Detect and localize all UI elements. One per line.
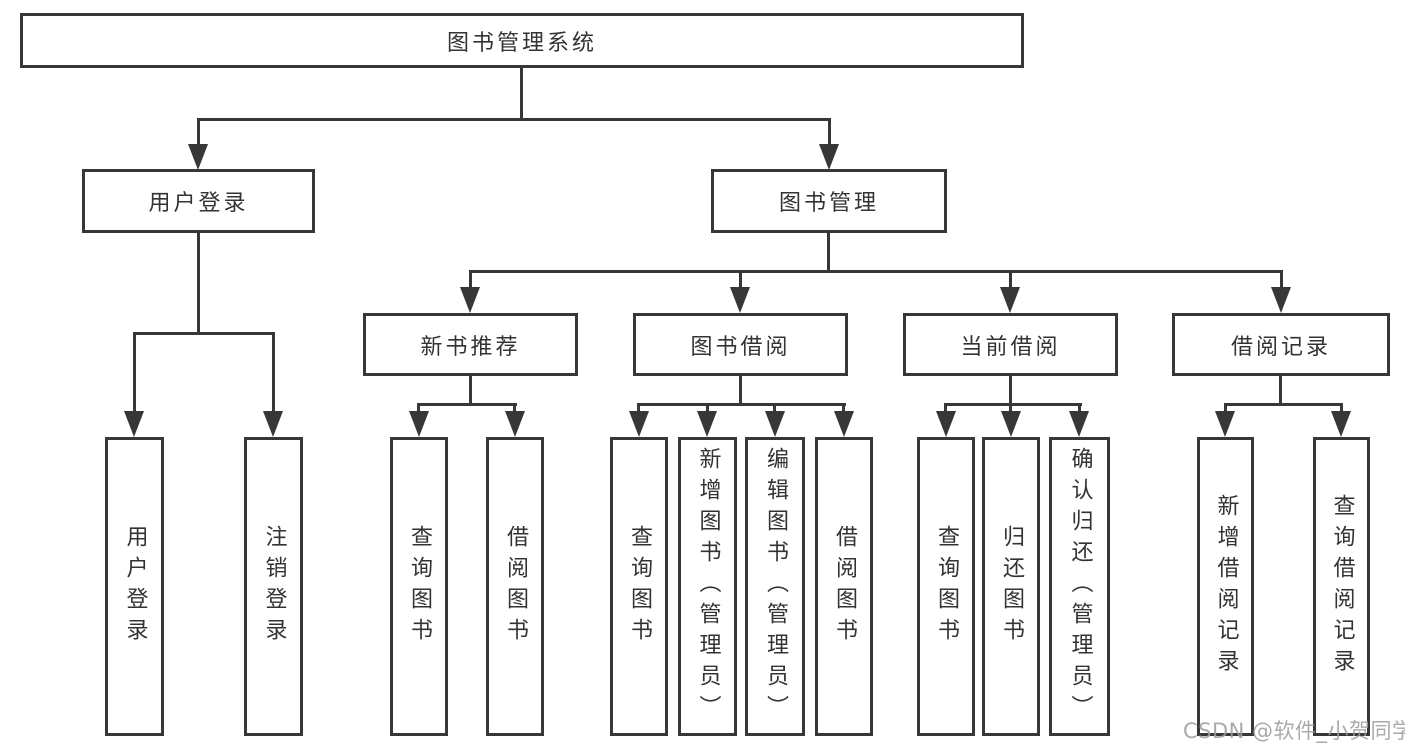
node-label: 用户登录 xyxy=(122,524,148,649)
node-book-borrowing: 图书借阅 xyxy=(633,313,848,376)
connector-line xyxy=(133,332,275,335)
node-label: 查询图书 xyxy=(407,524,432,649)
leaf-return-books: 归还图书 xyxy=(982,437,1040,736)
connector-line xyxy=(469,376,472,405)
arrow-down-icon xyxy=(834,411,854,437)
connector-line xyxy=(637,403,640,413)
arrow-down-icon xyxy=(936,411,956,437)
connector-line xyxy=(1009,270,1012,292)
arrow-down-icon xyxy=(697,411,717,437)
connector-line xyxy=(1340,403,1343,413)
arrow-down-icon xyxy=(1331,411,1351,437)
node-label: 注销登录 xyxy=(261,524,287,649)
connector-line xyxy=(1280,270,1283,292)
node-user-login: 用户登录 xyxy=(82,169,315,233)
connector-line xyxy=(1009,403,1012,413)
connector-line xyxy=(469,270,472,292)
node-new-book-recommend: 新书推荐 xyxy=(363,313,578,376)
node-current-borrowing: 当前借阅 xyxy=(903,313,1118,376)
leaf-confirm-return-admin: 确认归还（管理员） xyxy=(1049,437,1110,736)
leaf-add-borrow-record: 新增借阅记录 xyxy=(1197,437,1254,736)
connector-line xyxy=(417,403,517,406)
connector-line xyxy=(706,403,709,413)
connector-line xyxy=(1009,376,1012,405)
node-label: 用户登录 xyxy=(148,191,249,216)
node-label: 图书管理系统 xyxy=(446,30,597,56)
connector-line xyxy=(637,403,846,406)
connector-line xyxy=(520,68,523,118)
connector-line xyxy=(133,332,136,412)
arrow-down-icon xyxy=(188,144,208,170)
connector-line xyxy=(272,332,275,412)
connector-line xyxy=(1224,403,1343,406)
arrow-down-icon xyxy=(765,411,785,437)
leaf-query-books-current: 查询图书 xyxy=(917,437,975,736)
arrow-down-icon xyxy=(1271,287,1291,313)
node-label: 借阅记录 xyxy=(1230,334,1331,360)
node-label: 新增借阅记录 xyxy=(1213,493,1239,680)
arrow-down-icon xyxy=(460,287,480,313)
connector-line xyxy=(827,233,830,273)
node-library-management-system: 图书管理系统 xyxy=(20,13,1024,68)
node-label: 当前借阅 xyxy=(960,334,1061,360)
connector-line xyxy=(513,403,516,413)
leaf-edit-books-admin: 编辑图书（管理员） xyxy=(745,437,805,736)
arrow-down-icon xyxy=(505,411,525,437)
connector-line xyxy=(739,376,742,405)
connector-line xyxy=(773,403,776,413)
leaf-query-books-recommend: 查询图书 xyxy=(390,437,448,736)
arrow-down-icon xyxy=(263,411,283,437)
connector-line xyxy=(1279,376,1282,405)
node-label: 查询借阅记录 xyxy=(1329,493,1355,680)
leaf-add-books-admin: 新增图书（管理员） xyxy=(678,437,737,736)
node-label: 图书管理 xyxy=(778,191,879,216)
connector-line xyxy=(944,403,947,413)
connector-line xyxy=(1078,403,1081,413)
connector-line xyxy=(828,118,831,148)
arrow-down-icon xyxy=(124,411,144,437)
node-label: 新书推荐 xyxy=(420,334,521,360)
connector-line xyxy=(944,403,1082,406)
leaf-query-borrow-record: 查询借阅记录 xyxy=(1313,437,1370,736)
node-label: 确认归还（管理员） xyxy=(1067,447,1093,726)
arrow-down-icon xyxy=(1001,411,1021,437)
leaf-borrow-books-borrowing: 借阅图书 xyxy=(815,437,873,736)
leaf-borrow-books-recommend: 借阅图书 xyxy=(486,437,544,736)
connector-line xyxy=(197,233,200,333)
leaf-logout-login: 注销登录 xyxy=(244,437,303,736)
connector-line xyxy=(197,118,831,121)
connector-line xyxy=(1224,403,1227,413)
csdn-watermark: CSDN @软件_小贺同学 xyxy=(1183,719,1405,743)
arrow-down-icon xyxy=(1069,411,1089,437)
node-label: 查询图书 xyxy=(627,524,652,649)
node-label: 查询图书 xyxy=(934,524,959,649)
connector-line xyxy=(469,270,1283,273)
node-label: 归还图书 xyxy=(999,524,1024,649)
node-label: 借阅图书 xyxy=(503,524,528,649)
arrow-down-icon xyxy=(629,411,649,437)
arrow-down-icon xyxy=(1215,411,1235,437)
node-borrowing-records: 借阅记录 xyxy=(1172,313,1390,376)
node-label: 借阅图书 xyxy=(832,524,857,649)
node-label: 编辑图书（管理员） xyxy=(763,447,788,726)
connector-line xyxy=(739,270,742,292)
node-label: 新增图书（管理员） xyxy=(695,447,721,726)
node-label: 图书借阅 xyxy=(690,334,791,360)
connector-line xyxy=(197,118,200,148)
leaf-user-login: 用户登录 xyxy=(105,437,164,736)
arrow-down-icon xyxy=(409,411,429,437)
connector-line xyxy=(842,403,845,413)
arrow-down-icon xyxy=(730,287,750,313)
arrow-down-icon xyxy=(819,144,839,170)
node-book-management: 图书管理 xyxy=(711,169,947,233)
connector-line xyxy=(417,403,420,413)
arrow-down-icon xyxy=(1000,287,1020,313)
leaf-query-books-borrowing: 查询图书 xyxy=(610,437,668,736)
